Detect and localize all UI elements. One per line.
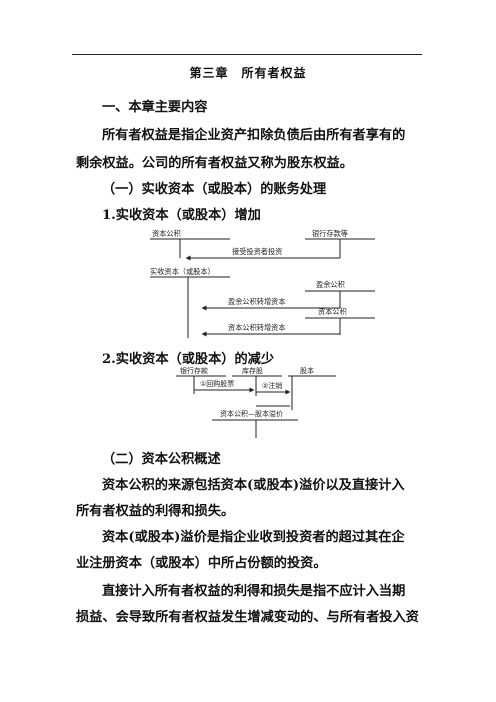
section-heading-main-content: 一、本章主要内容 [102,100,208,115]
diagram-capital-decrease: 银行存款 库存股 股本 ①回购股票 ②注销 资本公积—股本溢价 [176,366,336,438]
flow-capital-to-capital: 资本公积转增资本 [228,323,286,332]
account-capital-reserve: 资本公积 [152,229,181,238]
section-heading-capital-reserve: （二）资本公积概述 [102,452,221,467]
flow-cancel-shares: ②注销 [262,381,282,390]
account-treasury-stock: 库存股 [242,366,263,375]
account-bank-deposit-2: 银行存款 [180,366,208,375]
section-heading-paid-in-capital: （一）实收资本（或股本）的账务处理 [102,182,327,197]
paragraph-owners-equity-line1: 所有者权益是指企业资产扣除负债后由所有者享有的 [102,128,406,143]
paragraph-gains-losses-line2: 损益、会导致所有者权益发生增减变动的、与所有者投入资 [76,610,419,625]
subheading-capital-increase: 1.实收资本（或股本）增加 [102,208,261,223]
account-share-premium: 资本公积—股本溢价 [220,409,283,418]
diagram-capital-increase: 资本公积 银行存款等 接受投资者投资 实收资本（或股本） 盈余公积 盈余公积转增… [150,229,375,338]
flow-surplus-to-capital: 盈余公积转增资本 [228,297,286,306]
flow-buyback-shares: ①回购股票 [200,379,234,388]
header-rule [72,54,422,55]
paragraph-reserve-source-line1: 资本公积的来源包括资本(或股本)溢价以及直接计入 [102,478,405,493]
account-surplus-reserve: 盈余公积 [316,280,345,289]
paragraph-premium-line1: 资本(或股本)溢价是指企业收到投资者的超过其在企 [102,530,405,545]
paragraph-reserve-source-line2: 所有者权益的利得和损失。 [76,504,235,519]
subheading-capital-decrease: 2.实收资本（或股本）的减少 [102,352,275,367]
paragraph-gains-losses-line1: 直接计入所有者权益的利得和损失是指不应计入当期 [102,584,406,599]
paragraph-premium-line2: 业注册资本（或股本）中所占份额的投资。 [76,556,327,571]
paragraph-owners-equity-line2: 剩余权益。公司的所有者权益又称为股东权益。 [76,156,353,171]
account-capital-reserve-2: 资本公积 [318,307,347,316]
flow-receive-investment: 接受投资者投资 [232,247,282,256]
chapter-title: 第三章 所有者权益 [189,66,307,80]
account-paid-in-capital: 实收资本（或股本） [150,267,215,276]
account-share-capital: 股本 [300,366,314,375]
account-bank-deposit: 银行存款等 [312,229,348,238]
